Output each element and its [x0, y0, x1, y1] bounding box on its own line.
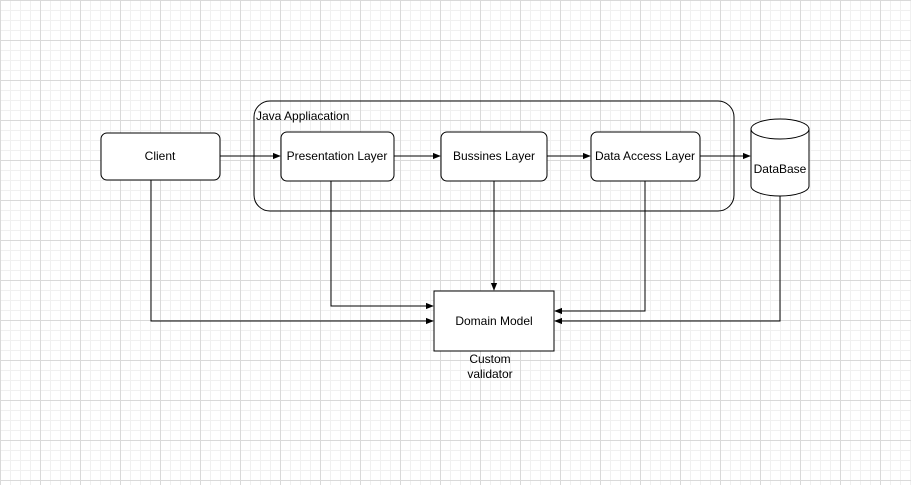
business-layer-node[interactable]: Bussines Layer [440, 131, 548, 182]
arrow-data-access-to-domain-model[interactable] [554, 181, 646, 315]
presentation-layer-node[interactable]: Presentation Layer [280, 131, 395, 182]
database-node[interactable]: DataBase [750, 118, 810, 197]
custom-validator-line2: validator [467, 367, 512, 381]
arrow-database-to-domain-model[interactable] [554, 196, 781, 325]
database-label: DataBase [754, 162, 807, 176]
data-access-layer-label: Data Access Layer [595, 149, 695, 163]
data-access-layer-node[interactable]: Data Access Layer [590, 131, 701, 182]
domain-model-node[interactable]: Domain Model [433, 290, 555, 352]
presentation-layer-label: Presentation Layer [287, 149, 388, 163]
domain-model-label: Domain Model [455, 314, 532, 328]
client-node[interactable]: Client [100, 132, 221, 181]
client-label: Client [145, 149, 176, 163]
arrow-client-to-domain-model[interactable] [150, 180, 434, 325]
custom-validator-line1: Custom [469, 352, 510, 366]
arrow-presentation-to-domain-model[interactable] [330, 181, 434, 310]
business-layer-label: Bussines Layer [453, 149, 535, 163]
container-label: Java Appliacation [256, 109, 349, 123]
